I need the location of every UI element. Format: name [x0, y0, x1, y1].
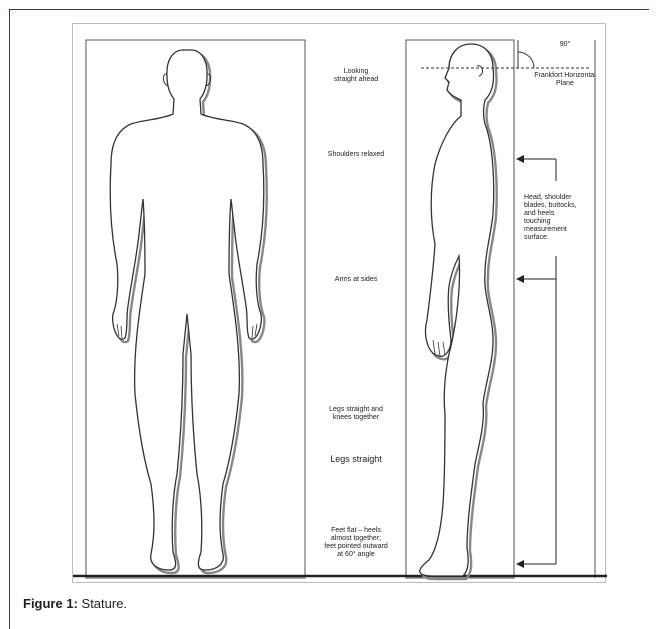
- arrow-shoulder: [516, 155, 524, 163]
- annotation-feet: Feet flat – heels almost together; feet …: [307, 527, 405, 559]
- stature-figure: Looking straight ahead Shoulders relaxed…: [72, 23, 606, 583]
- angle-arc: [518, 52, 534, 68]
- arrow-buttocks: [516, 275, 524, 283]
- annotation-touching: Head, shoulder blades, buttocks, and hee…: [524, 194, 594, 242]
- annotation-legs-straight: Legs straight: [307, 454, 405, 464]
- annotation-shoulders: Shoulders relaxed: [307, 151, 405, 159]
- caption-text: Stature.: [78, 596, 127, 611]
- arrow-heels: [516, 560, 524, 568]
- annotation-arms: Arms at sides: [307, 276, 405, 284]
- figure-caption: Figure 1: Stature.: [23, 596, 127, 611]
- annotation-looking: Looking straight ahead: [307, 68, 405, 84]
- annotation-angle: 90°: [550, 41, 580, 49]
- annotation-legs-knees: Legs straight and knees together: [307, 406, 405, 422]
- front-body: [110, 50, 264, 570]
- side-body: [420, 44, 494, 576]
- stature-illustration: [73, 24, 607, 584]
- annotation-frankfort: Frankfort Horizontal Plane: [520, 72, 610, 88]
- caption-label: Figure 1:: [23, 596, 78, 611]
